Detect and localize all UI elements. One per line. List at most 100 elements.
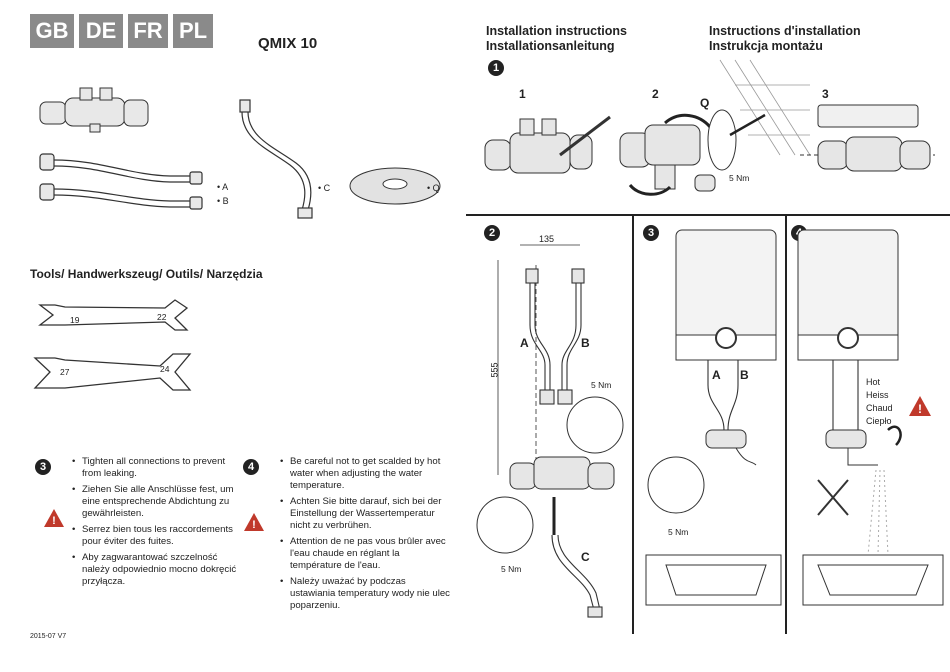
step1-illustration	[484, 59, 935, 196]
note-step4-number: 4	[243, 459, 259, 475]
rotate-arrow-icon	[628, 183, 672, 196]
step3-label-b: B	[740, 368, 749, 382]
step2-torque-top: 5 Nm	[591, 380, 612, 390]
step1-sub-1: 1	[519, 87, 526, 101]
rotate-arrow-icon	[664, 113, 712, 129]
temp-hot-fr: Chaud	[866, 403, 893, 413]
wrench-small-size-right: 22	[157, 312, 167, 322]
note-step4-pl: Należy uważać by podczas ustawiania temp…	[280, 576, 452, 612]
footer-version: 2015-07 V7	[30, 633, 67, 640]
note-step3-list: Tighten all connections to prevent from …	[72, 456, 242, 592]
svg-text:!: !	[52, 515, 56, 527]
no-hand-icon	[817, 479, 849, 516]
part-label-a: • A	[217, 182, 229, 192]
hose-b-drawing	[39, 183, 203, 210]
lang-badge-pl: PL	[173, 14, 213, 48]
note-step3-number: 3	[35, 459, 51, 475]
detail-magnifier	[476, 496, 534, 554]
hose-a-drawing	[39, 153, 203, 185]
header-left: Installation instructions Installationsa…	[486, 24, 627, 54]
part-label-b: • B	[217, 196, 229, 206]
lang-badge-fr: FR	[128, 14, 168, 48]
step2-label-b: B	[581, 336, 590, 350]
note-step3-pl: Aby zagwarantować szczelność należy odpo…	[72, 552, 242, 588]
washer-q-drawing	[349, 167, 441, 205]
note-step3-en: Tighten all connections to prevent from …	[72, 456, 242, 480]
step3-illustration	[645, 229, 782, 606]
step1-sub-2: 2	[652, 87, 659, 101]
lang-badge-de: DE	[79, 14, 123, 48]
wrench-illustration	[33, 299, 192, 391]
svg-text:!: !	[918, 402, 922, 416]
spout-c-drawing	[239, 99, 313, 219]
step2-number: 2	[484, 225, 500, 241]
parts-illustration	[39, 87, 441, 219]
step2-dim-horizontal: 135	[539, 234, 555, 244]
wall-tile-grid	[719, 59, 811, 156]
step2-illustration	[476, 244, 624, 618]
product-title: QMIX 10	[258, 35, 318, 52]
note-step3-de: Ziehen Sie alle Anschlüsse fest, um eine…	[72, 484, 242, 520]
warning-icon: !	[908, 395, 932, 422]
header-left-en: Installation instructions	[486, 24, 627, 38]
step1-sub-3: 3	[822, 87, 829, 101]
step4-illustration	[797, 229, 944, 606]
washer-q-drawing	[707, 109, 737, 171]
water-heater-drawing	[797, 229, 899, 361]
step2-hose-a	[525, 268, 555, 405]
temp-hot-en: Hot	[866, 377, 881, 387]
step1-valve-1	[484, 118, 593, 174]
sink-drawing	[802, 554, 944, 606]
step2-hose-b	[557, 268, 585, 405]
svg-text:!: !	[252, 519, 256, 531]
note-step4-list: Be careful not to get scalded by hot wat…	[280, 456, 452, 616]
spirit-level-icon	[817, 104, 919, 128]
step2-spout	[551, 534, 603, 618]
step2-label-c: C	[581, 550, 590, 564]
wrench-large-size-left: 27	[60, 367, 70, 377]
divider-vertical-2	[785, 214, 787, 634]
step1-number: 1	[488, 60, 504, 76]
rotate-arrow-icon	[887, 425, 902, 446]
temp-hot-pl: Ciepło	[866, 416, 892, 426]
part-label-c: • C	[318, 183, 331, 193]
step1-valve-3	[817, 136, 931, 172]
step3-hoses	[707, 360, 739, 431]
header-left-de: Installationsanleitung	[486, 39, 615, 53]
step2-valve	[509, 456, 615, 490]
note-step3-fr: Serrez bien tous les raccordements pour …	[72, 524, 242, 548]
note-step4-fr: Attention de ne pas vous brûler avec l'e…	[280, 536, 452, 572]
wrench-small-icon	[38, 299, 189, 331]
step2-label-a: A	[520, 336, 529, 350]
warning-icon: !	[43, 508, 65, 533]
step3-number: 3	[643, 225, 659, 241]
step4-pipes	[832, 360, 859, 430]
note-step4-en: Be careful not to get scalded by hot wat…	[280, 456, 452, 492]
step2-torque-bottom: 5 Nm	[501, 564, 522, 574]
tools-heading: Tools/ Handwerkszeug/ Outils/ Narzędzia	[30, 267, 263, 281]
step1-torque: 5 Nm	[729, 173, 750, 183]
lang-badge-gb: GB	[30, 14, 74, 48]
warning-icon: !	[243, 512, 265, 537]
divider-horizontal	[466, 214, 950, 216]
water-flow	[867, 469, 889, 556]
step3-valve	[705, 429, 747, 449]
part-label-q: • Q	[427, 183, 440, 193]
header-right-pl: Instrukcja montażu	[709, 39, 823, 53]
detail-magnifier	[647, 456, 705, 514]
header-right-fr: Instructions d'installation	[709, 24, 861, 38]
temp-hot-de: Heiss	[866, 390, 889, 400]
wrench-small-size-left: 19	[70, 315, 80, 325]
divider-vertical-1	[632, 214, 634, 634]
header-right: Instructions d'installation Instrukcja m…	[709, 24, 861, 54]
screwdriver-icon	[559, 115, 611, 157]
wrench-large-size-right: 24	[160, 364, 170, 374]
note-step4-de: Achten Sie bitte darauf, sich bei der Ei…	[280, 496, 452, 532]
step3-label-a: A	[712, 368, 721, 382]
step3-torque: 5 Nm	[668, 527, 689, 537]
step1-valve-2	[619, 124, 716, 192]
push-arrow-icon	[729, 113, 766, 137]
step4-valve	[825, 429, 867, 449]
detail-magnifier	[566, 396, 624, 454]
mixing-valve-drawing	[39, 87, 149, 133]
